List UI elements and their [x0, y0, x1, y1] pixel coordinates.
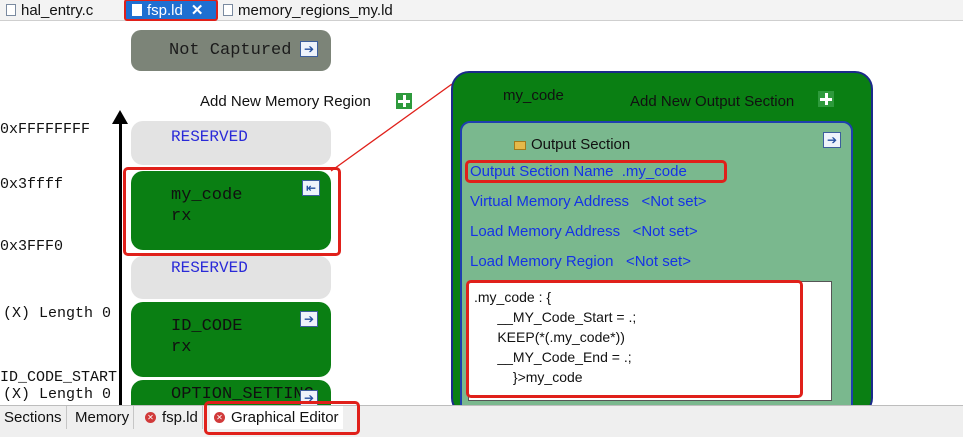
not-captured-block[interactable]: Not Captured [131, 30, 331, 71]
code-highlight [466, 280, 803, 398]
field-value: <Not set> [632, 223, 698, 240]
folder-icon [514, 140, 526, 150]
tab-label: Sections [4, 409, 62, 426]
add-output-section-label: Add New Output Section [630, 93, 795, 110]
tab-label: Memory [75, 409, 130, 426]
section-my-code[interactable]: my_code rx [131, 171, 331, 250]
output-section-header: Output Section [514, 136, 630, 153]
editor-tab-bar [0, 0, 963, 21]
address-axis [119, 122, 122, 412]
graphical-editor-highlight [204, 401, 360, 435]
file-icon [132, 4, 142, 16]
field-value: .my_code [621, 163, 687, 180]
panel-title: my_code [503, 87, 564, 104]
code-line: }>my_code [474, 369, 583, 385]
length-label: (X) Length 0 [3, 386, 112, 403]
code-line: .my_code : { [474, 289, 552, 305]
field-label: Load Memory Address [470, 223, 621, 240]
add-memory-region-label: Add New Memory Region [200, 93, 371, 110]
error-icon: ✕ [145, 412, 156, 423]
add-memory-region-plus-icon[interactable] [396, 93, 412, 109]
address-label: 0xFFFFFFFF [0, 121, 91, 138]
region-name: RESERVED [171, 128, 248, 146]
field-value: <Not set> [625, 253, 691, 270]
section-attr: rx [171, 338, 192, 357]
tab-label: fsp.ld [162, 409, 198, 426]
tab-graphical-editor[interactable]: ✕ Graphical Editor [210, 406, 343, 429]
axis-arrowhead [112, 110, 128, 124]
field-label: Load Memory Region [470, 253, 614, 270]
tab-fsp-ld[interactable]: fsp.ld ✕ [124, 0, 218, 21]
section-name: OPTION_SETTING [171, 385, 314, 404]
field-virtual-memory-address[interactable]: Virtual Memory Address <Not set> [470, 193, 707, 210]
address-label: 0x3ffff [0, 176, 64, 193]
back-arrow-icon[interactable]: ⇤ [302, 180, 320, 196]
tab-fsp-ld-bottom[interactable]: ✕ fsp.ld [141, 406, 203, 429]
not-captured-label: Not Captured [169, 41, 292, 60]
name-highlight [465, 160, 727, 183]
section-name: my_code [171, 186, 243, 205]
selection-highlight [123, 167, 341, 256]
close-icon[interactable]: ✕ [190, 2, 204, 19]
tab-memory-regions[interactable]: memory_regions_my.ld [223, 0, 393, 20]
field-value: <Not set> [641, 193, 707, 210]
file-icon [223, 4, 233, 16]
error-icon: ✕ [214, 412, 225, 423]
open-arrow-icon[interactable]: ➔ [300, 41, 318, 57]
section-name: ID_CODE [171, 317, 243, 336]
field-load-memory-region[interactable]: Load Memory Region <Not set> [470, 253, 691, 270]
reserved-region[interactable]: RESERVED [131, 121, 331, 165]
field-output-section-name[interactable]: Output Section Name .my_code [470, 163, 687, 180]
field-load-memory-address[interactable]: Load Memory Address <Not set> [470, 223, 698, 240]
code-line: KEEP(*(.my_code*)) [474, 329, 625, 345]
tab-label: fsp.ld [147, 1, 183, 19]
section-attr: rx [171, 207, 192, 226]
field-label: Virtual Memory Address [470, 193, 629, 210]
field-label: Output Section Name [470, 163, 614, 180]
reserved-region[interactable]: RESERVED [131, 256, 331, 299]
tab-label: hal_entry.c [21, 1, 94, 19]
c-file-icon [6, 4, 16, 16]
region-name: RESERVED [171, 259, 248, 277]
tab-memory[interactable]: Memory [71, 406, 135, 429]
tab-sections[interactable]: Sections [0, 406, 67, 429]
length-label: (X) Length 0 [3, 305, 112, 322]
add-output-section-plus-icon[interactable] [818, 91, 834, 107]
tab-label: Graphical Editor [231, 409, 339, 426]
code-line: __MY_Code_Start = .; [474, 309, 637, 325]
output-section-title: Output Section [531, 136, 631, 153]
code-line: __MY_Code_End = .; [474, 349, 632, 365]
address-label: ID_CODE_START [0, 369, 118, 386]
tab-hal-entry[interactable]: hal_entry.c [6, 0, 93, 20]
tab-label: memory_regions_my.ld [238, 1, 393, 19]
address-label: 0x3FFF0 [0, 238, 64, 255]
open-arrow-icon[interactable]: ➔ [823, 132, 841, 148]
open-arrow-icon[interactable]: ➔ [300, 311, 318, 327]
section-id-code[interactable]: ID_CODE rx [131, 302, 331, 377]
